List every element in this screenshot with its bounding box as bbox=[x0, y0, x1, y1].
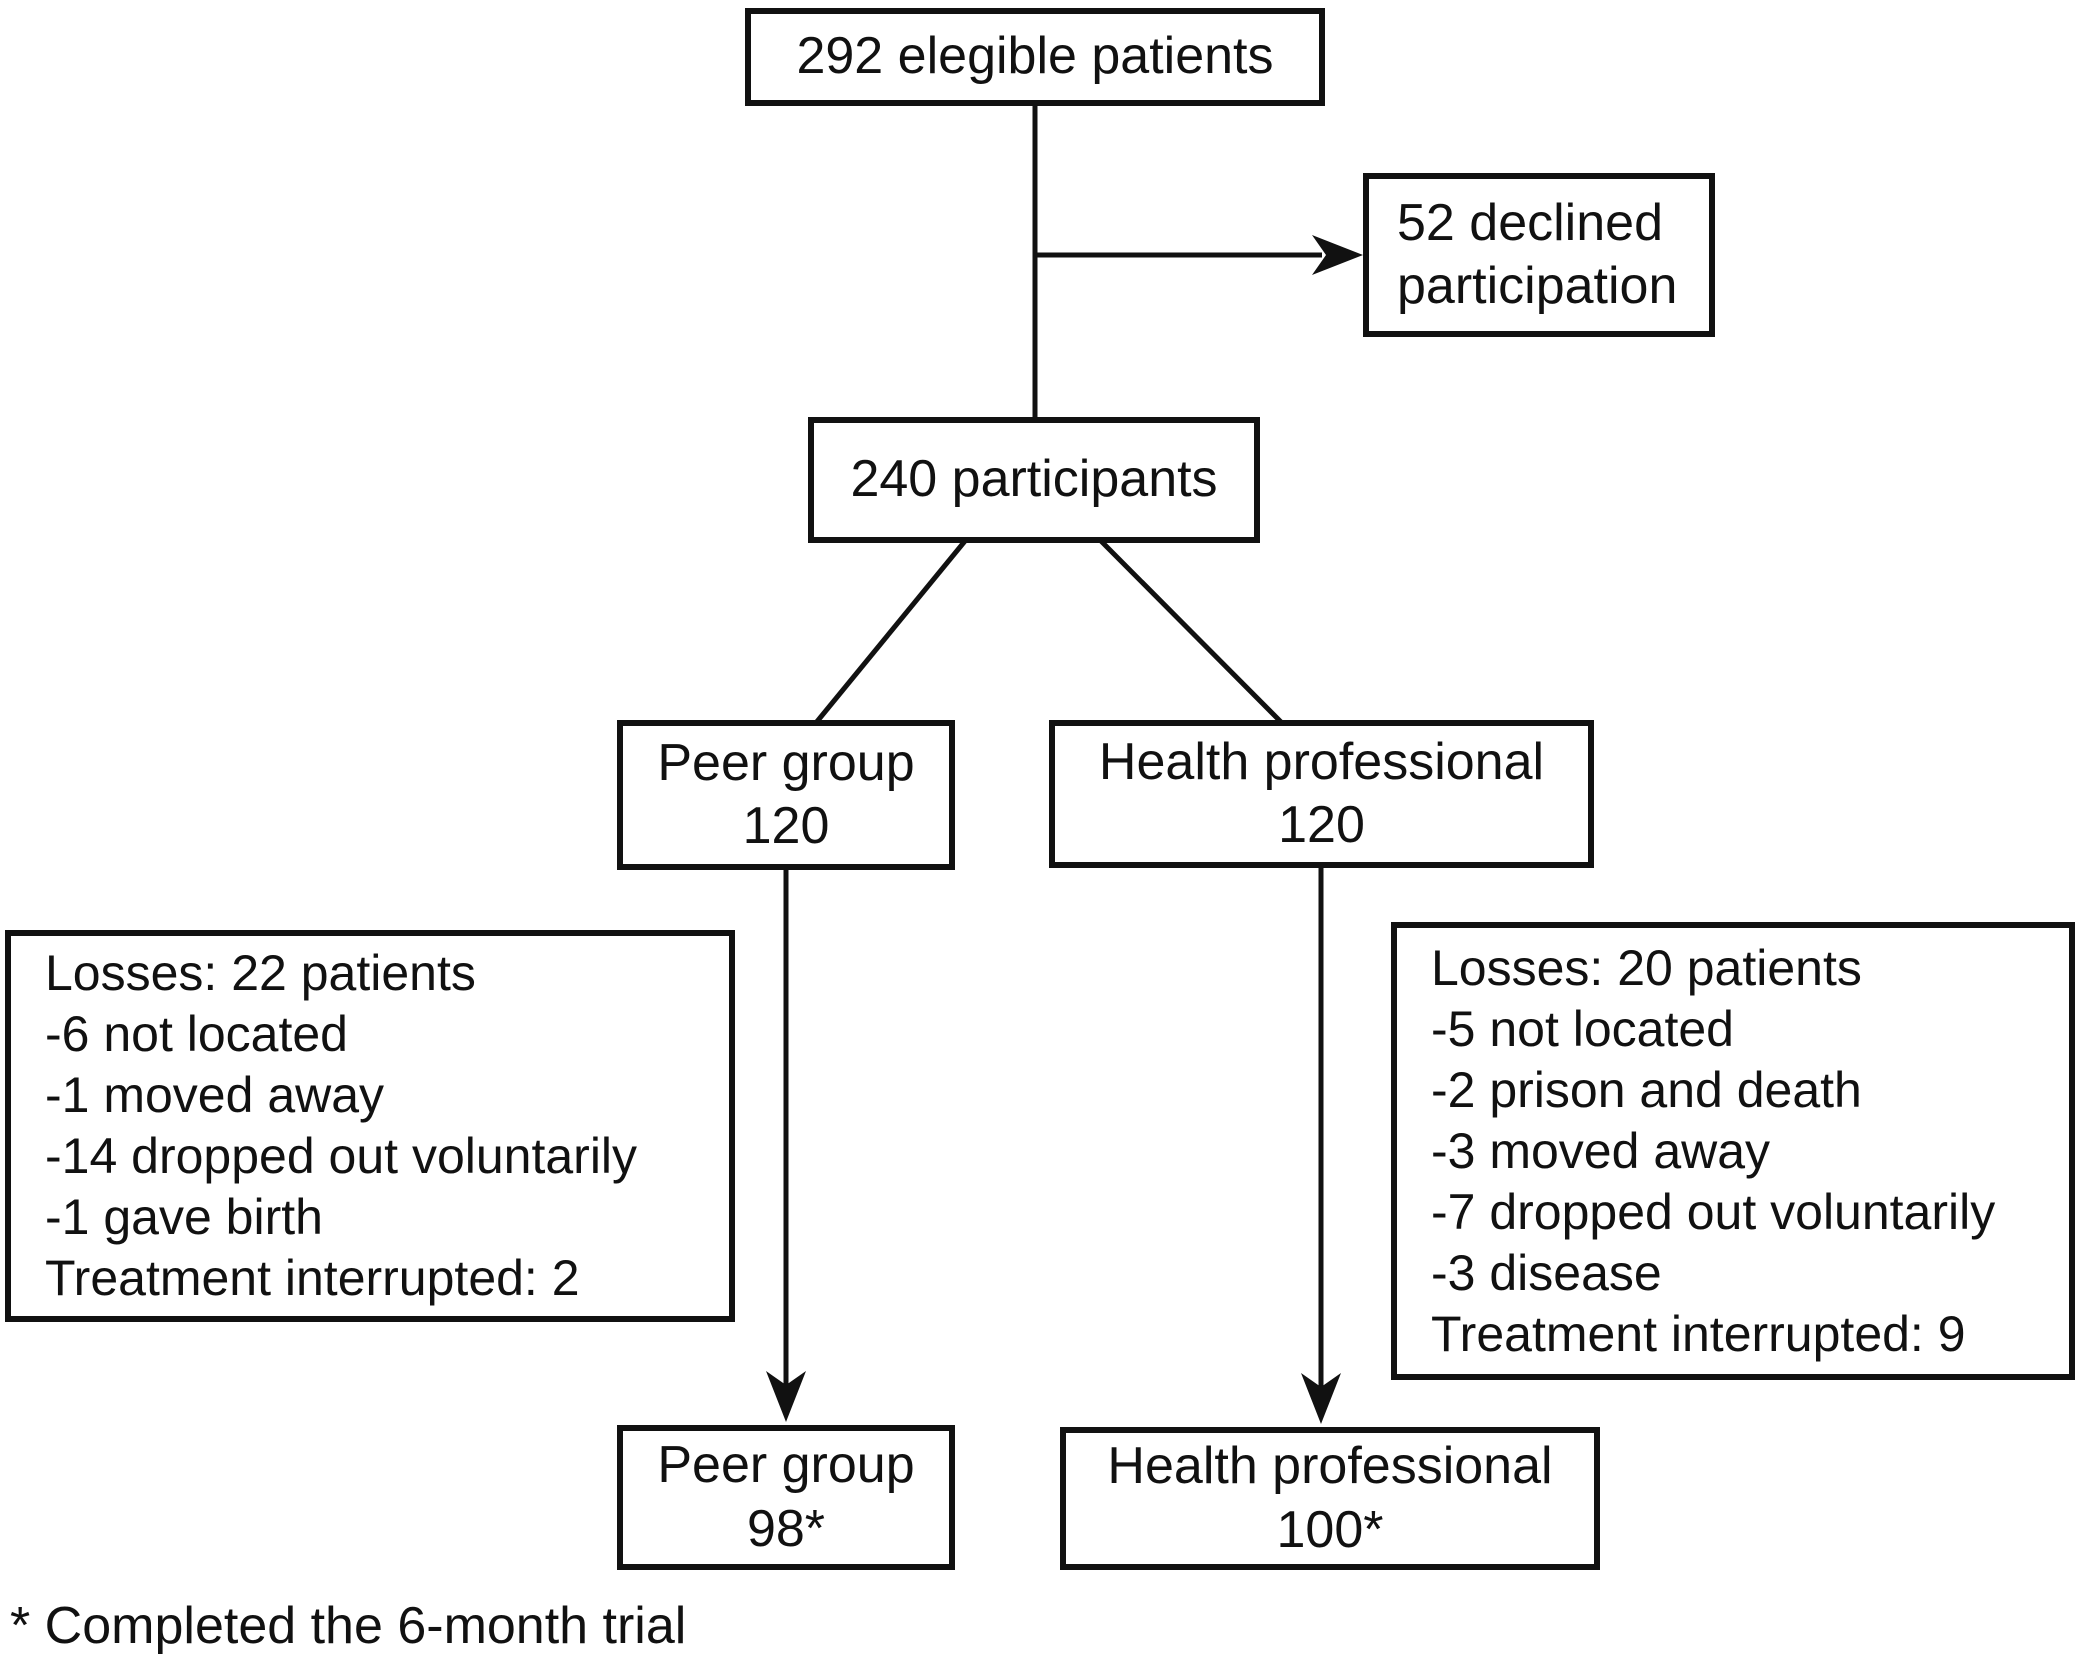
participants-label: 240 participants bbox=[850, 450, 1218, 509]
peer-final-label: Peer group bbox=[657, 1436, 915, 1495]
connector-participants-to-health bbox=[1099, 539, 1285, 726]
health-losses-box: Losses: 20 patients -5 not located -2 pr… bbox=[1391, 922, 2075, 1380]
peer-losses-line: -1 gave birth bbox=[45, 1189, 323, 1245]
health-losses-line: Losses: 20 patients bbox=[1431, 939, 1862, 996]
peer-final-box: Peer group 98* bbox=[617, 1425, 955, 1570]
arrowhead-health-final bbox=[1301, 1373, 1341, 1424]
peer-group-label: Peer group bbox=[657, 733, 915, 792]
health-final-label: Health professional bbox=[1107, 1437, 1553, 1496]
health-losses-line: -3 moved away bbox=[1431, 1122, 1771, 1179]
peer-losses-line: -1 moved away bbox=[45, 1067, 385, 1123]
peer-losses-line: Treatment interrupted: 2 bbox=[45, 1250, 580, 1306]
eligible-patients-label: 292 elegible patients bbox=[796, 27, 1274, 86]
health-losses-line: -5 not located bbox=[1431, 1000, 1734, 1057]
health-professional-count: 120 bbox=[1278, 796, 1365, 854]
health-final-count: 100* bbox=[1276, 1500, 1384, 1559]
peer-losses-line: Losses: 22 patients bbox=[45, 945, 476, 1001]
arrowhead-declined bbox=[1312, 235, 1363, 275]
health-losses-line: -2 prison and death bbox=[1431, 1061, 1862, 1118]
declined-line1: 52 declined bbox=[1397, 193, 1663, 252]
health-losses-line: -7 dropped out voluntarily bbox=[1431, 1183, 1996, 1240]
connector-participants-to-peer bbox=[813, 539, 967, 726]
health-losses-line: -3 disease bbox=[1431, 1244, 1662, 1301]
peer-losses-box: Losses: 22 patients -6 not located -1 mo… bbox=[5, 930, 735, 1322]
peer-final-count: 98* bbox=[746, 1499, 826, 1558]
health-losses-line: Treatment interrupted: 9 bbox=[1431, 1305, 1966, 1362]
footnote: * Completed the 6-month trial bbox=[10, 1597, 687, 1655]
arrowhead-peer-final bbox=[766, 1371, 806, 1422]
health-professional-label: Health professional bbox=[1098, 732, 1545, 791]
peer-losses-line: -14 dropped out voluntarily bbox=[45, 1128, 638, 1184]
declined-line2: participation bbox=[1397, 257, 1678, 315]
eligible-patients-box: 292 elegible patients bbox=[745, 8, 1325, 106]
peer-group-count: 120 bbox=[742, 797, 830, 855]
health-professional-box: Health professional 120 bbox=[1049, 720, 1594, 868]
participants-box: 240 participants bbox=[808, 417, 1260, 543]
peer-losses-line: -6 not located bbox=[45, 1006, 348, 1062]
declined-box: 52 declined participation bbox=[1363, 173, 1715, 337]
health-final-box: Health professional 100* bbox=[1060, 1427, 1600, 1570]
peer-group-box: Peer group 120 bbox=[617, 720, 955, 870]
